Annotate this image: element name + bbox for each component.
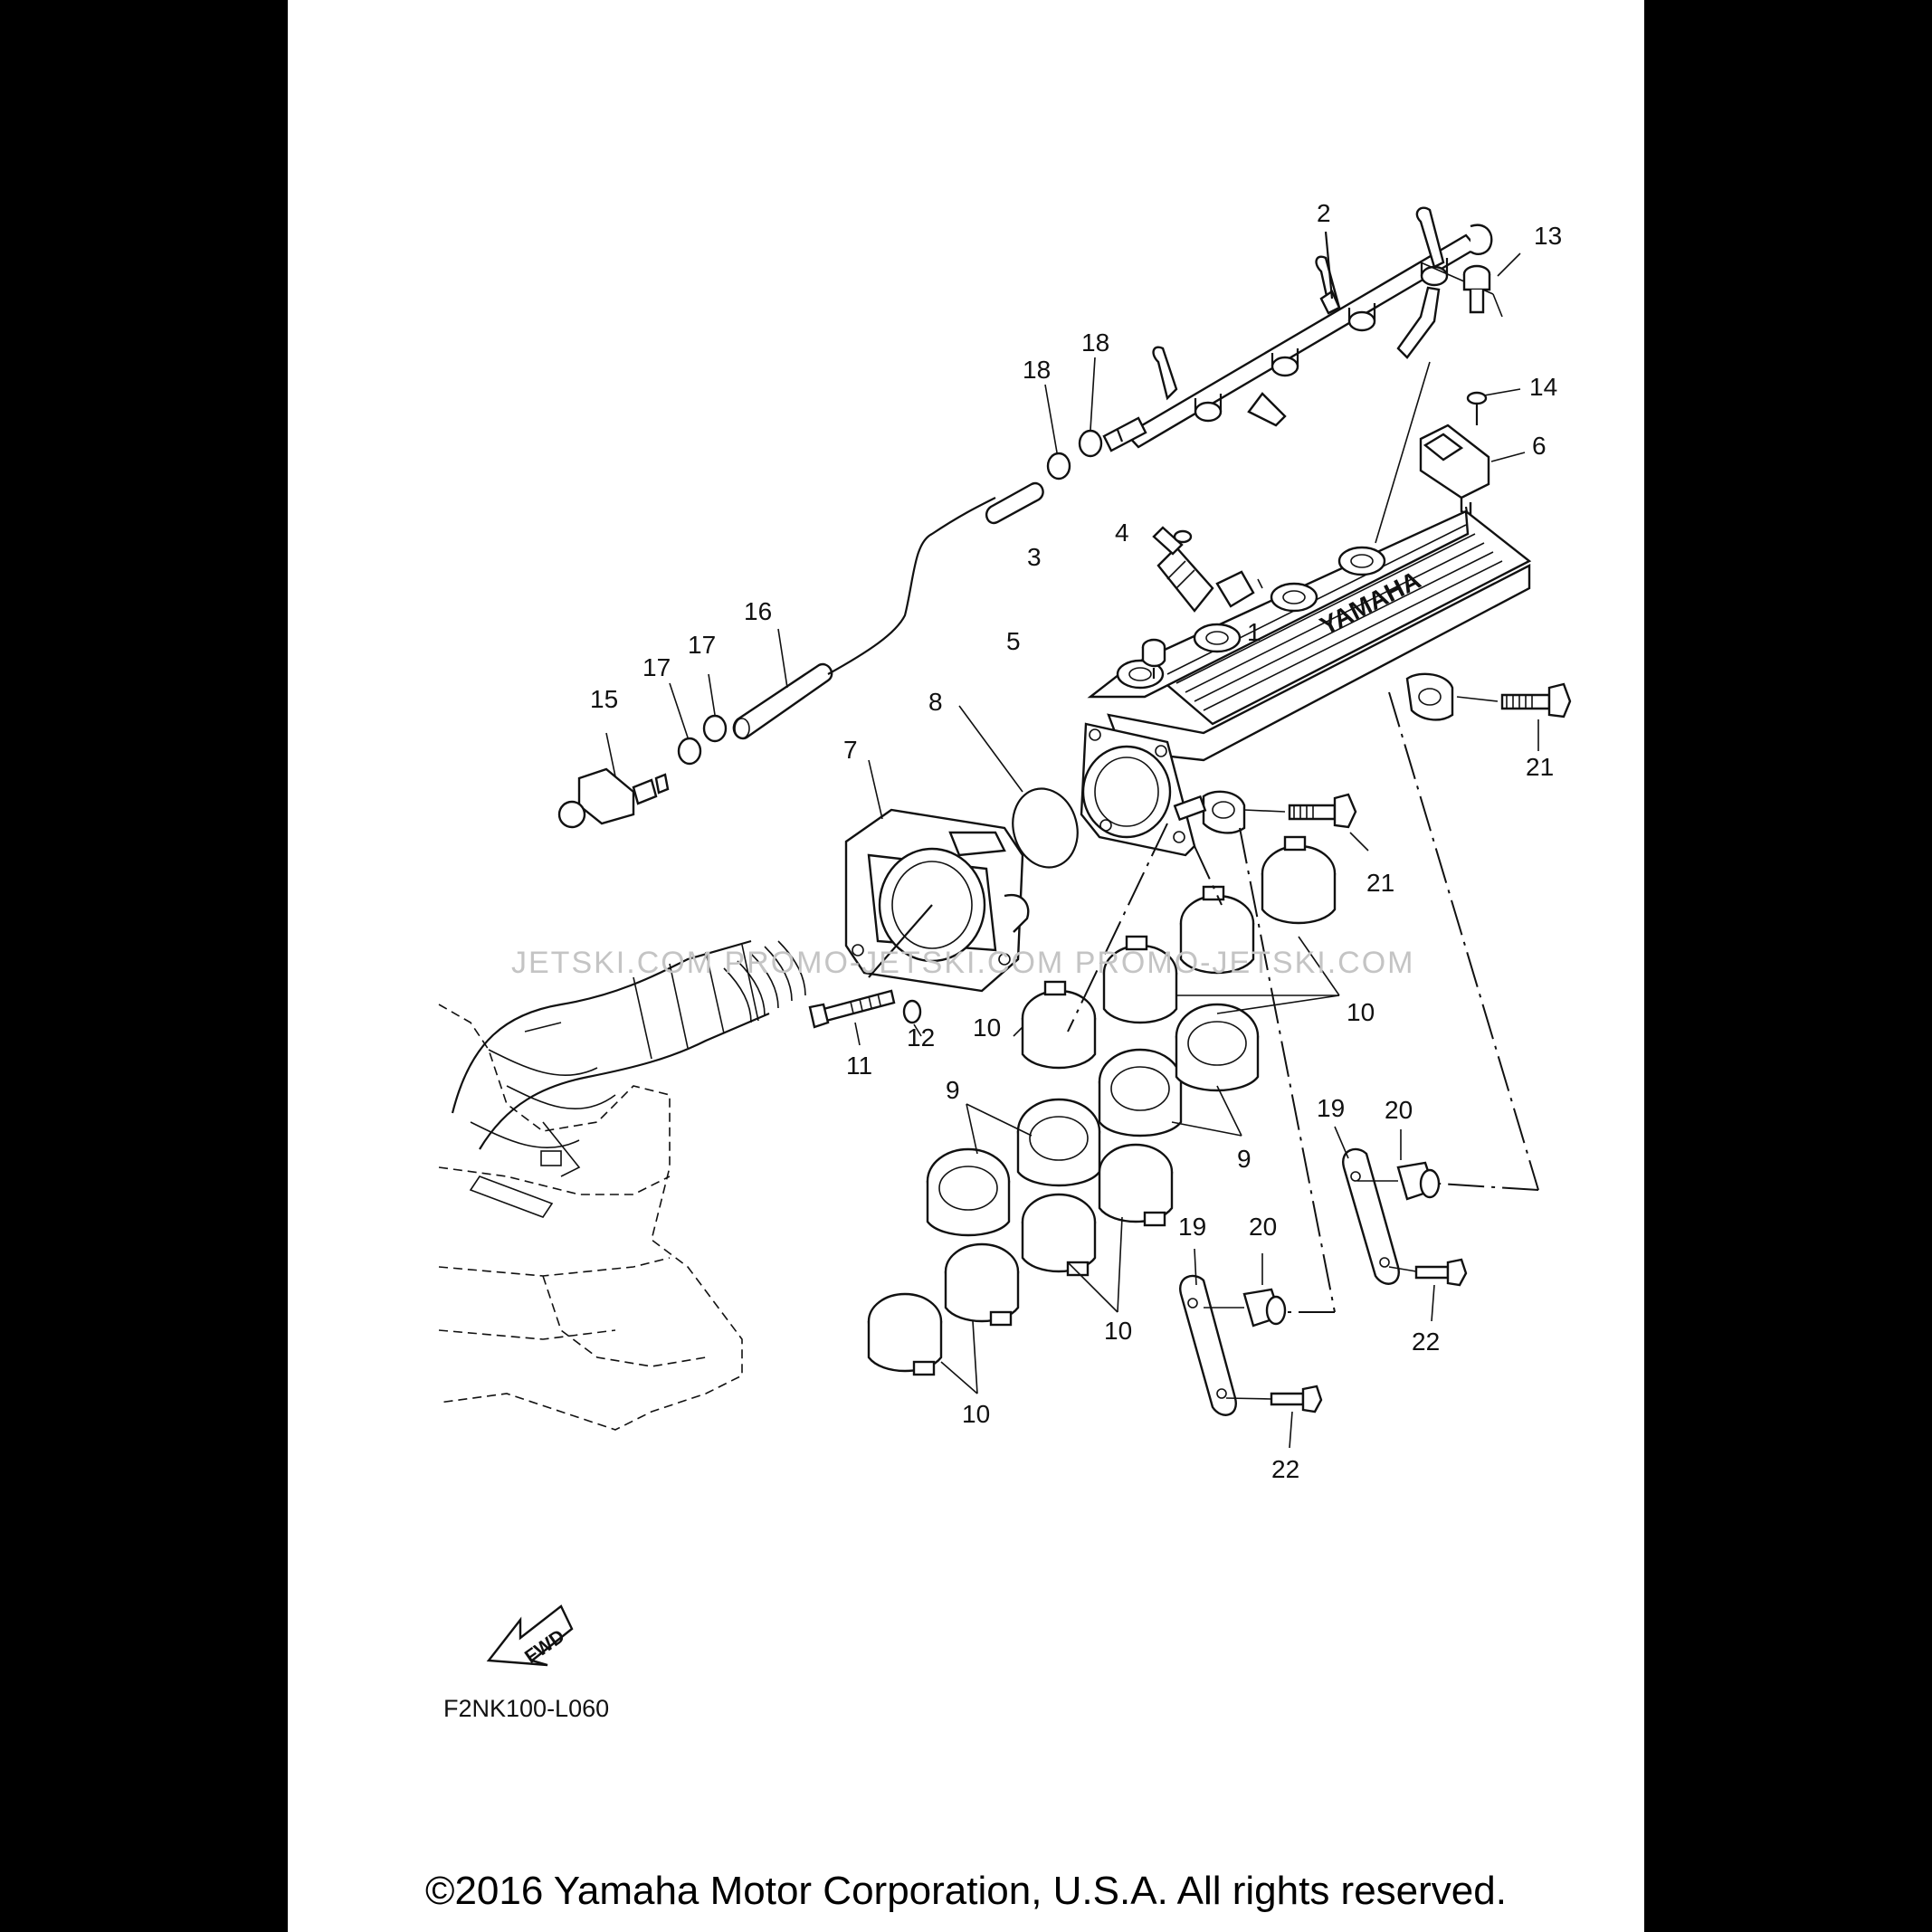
callout-20a: 20 <box>1385 1096 1413 1124</box>
intake-housing <box>438 939 806 1431</box>
callout-12: 12 <box>907 1023 935 1052</box>
callout-20b: 20 <box>1249 1213 1277 1241</box>
callout-10c: 10 <box>1104 1317 1132 1345</box>
dampers-20 <box>1204 1129 1441 1328</box>
callout-7: 7 <box>843 736 858 764</box>
callout-17b: 17 <box>688 631 716 659</box>
clamps-10 <box>867 835 1340 1394</box>
callout-6: 6 <box>1532 432 1547 460</box>
copyright-footer: ©2016 Yamaha Motor Corporation, U.S.A. A… <box>425 1869 1507 1913</box>
callout-5: 5 <box>1006 627 1021 655</box>
hose-16 <box>732 481 1044 740</box>
callout-14: 14 <box>1529 373 1557 401</box>
callout-21a: 21 <box>1526 753 1554 781</box>
callout-9a: 9 <box>946 1076 960 1104</box>
callout-18b: 18 <box>1081 328 1109 357</box>
callout-9b: 9 <box>1237 1145 1252 1173</box>
parts-diagram: YAMAHA <box>438 199 1572 1722</box>
callout-1: 1 <box>1247 618 1261 646</box>
intake-manifold: YAMAHA <box>1080 361 1532 857</box>
bolts-21 <box>1243 682 1572 852</box>
callout-16: 16 <box>744 597 772 625</box>
callout-22b: 22 <box>1271 1455 1299 1483</box>
callout-19b: 19 <box>1178 1213 1206 1241</box>
bolt-13 <box>1462 252 1521 314</box>
pressure-sensor-6 <box>1419 388 1526 535</box>
callout-19a: 19 <box>1317 1094 1345 1122</box>
gasket-8 <box>958 705 1079 869</box>
fuel-injector-3 <box>1141 526 1255 679</box>
callout-13: 13 <box>1534 222 1562 250</box>
brackets-19 <box>1179 1126 1400 1416</box>
callout-11: 11 <box>846 1052 872 1080</box>
bolt-11 <box>808 989 922 1046</box>
fwd-arrow-icon: FWD <box>486 1604 574 1668</box>
callout-3: 3 <box>1027 543 1042 571</box>
joints-9 <box>926 1003 1260 1237</box>
callout-15: 15 <box>590 685 618 713</box>
clamps-17 <box>669 673 728 766</box>
sensor-15 <box>557 732 670 829</box>
figure-code: F2NK100-L060 <box>443 1695 609 1722</box>
callout-10b: 10 <box>1347 998 1375 1026</box>
fuel-rail <box>1102 206 1503 452</box>
callout-4: 4 <box>1115 519 1129 547</box>
callout-17a: 17 <box>642 653 671 681</box>
washer-12 <box>902 999 922 1024</box>
callout-8: 8 <box>928 688 943 716</box>
callout-22a: 22 <box>1412 1328 1440 1356</box>
throttle-body-7 <box>844 759 1030 993</box>
callout-18a: 18 <box>1023 356 1051 384</box>
o-ring-4 <box>1173 529 1193 544</box>
callout-10d: 10 <box>962 1400 990 1428</box>
callout-21b: 21 <box>1366 869 1394 897</box>
assembly-leader-lines <box>1067 691 1539 1313</box>
callout-10a: 10 <box>973 1014 1001 1042</box>
watermark-text: JETSKI.COM PROMO-JETSKI.COM PROMO-JETSKI… <box>511 946 1414 980</box>
callout-2: 2 <box>1317 199 1331 227</box>
callout-labels: 1 2 3 4 5 6 7 8 9 9 10 10 10 10 11 12 13… <box>590 199 1562 1483</box>
clamps-18 <box>1044 357 1103 481</box>
bolts-22 <box>1225 1258 1468 1449</box>
